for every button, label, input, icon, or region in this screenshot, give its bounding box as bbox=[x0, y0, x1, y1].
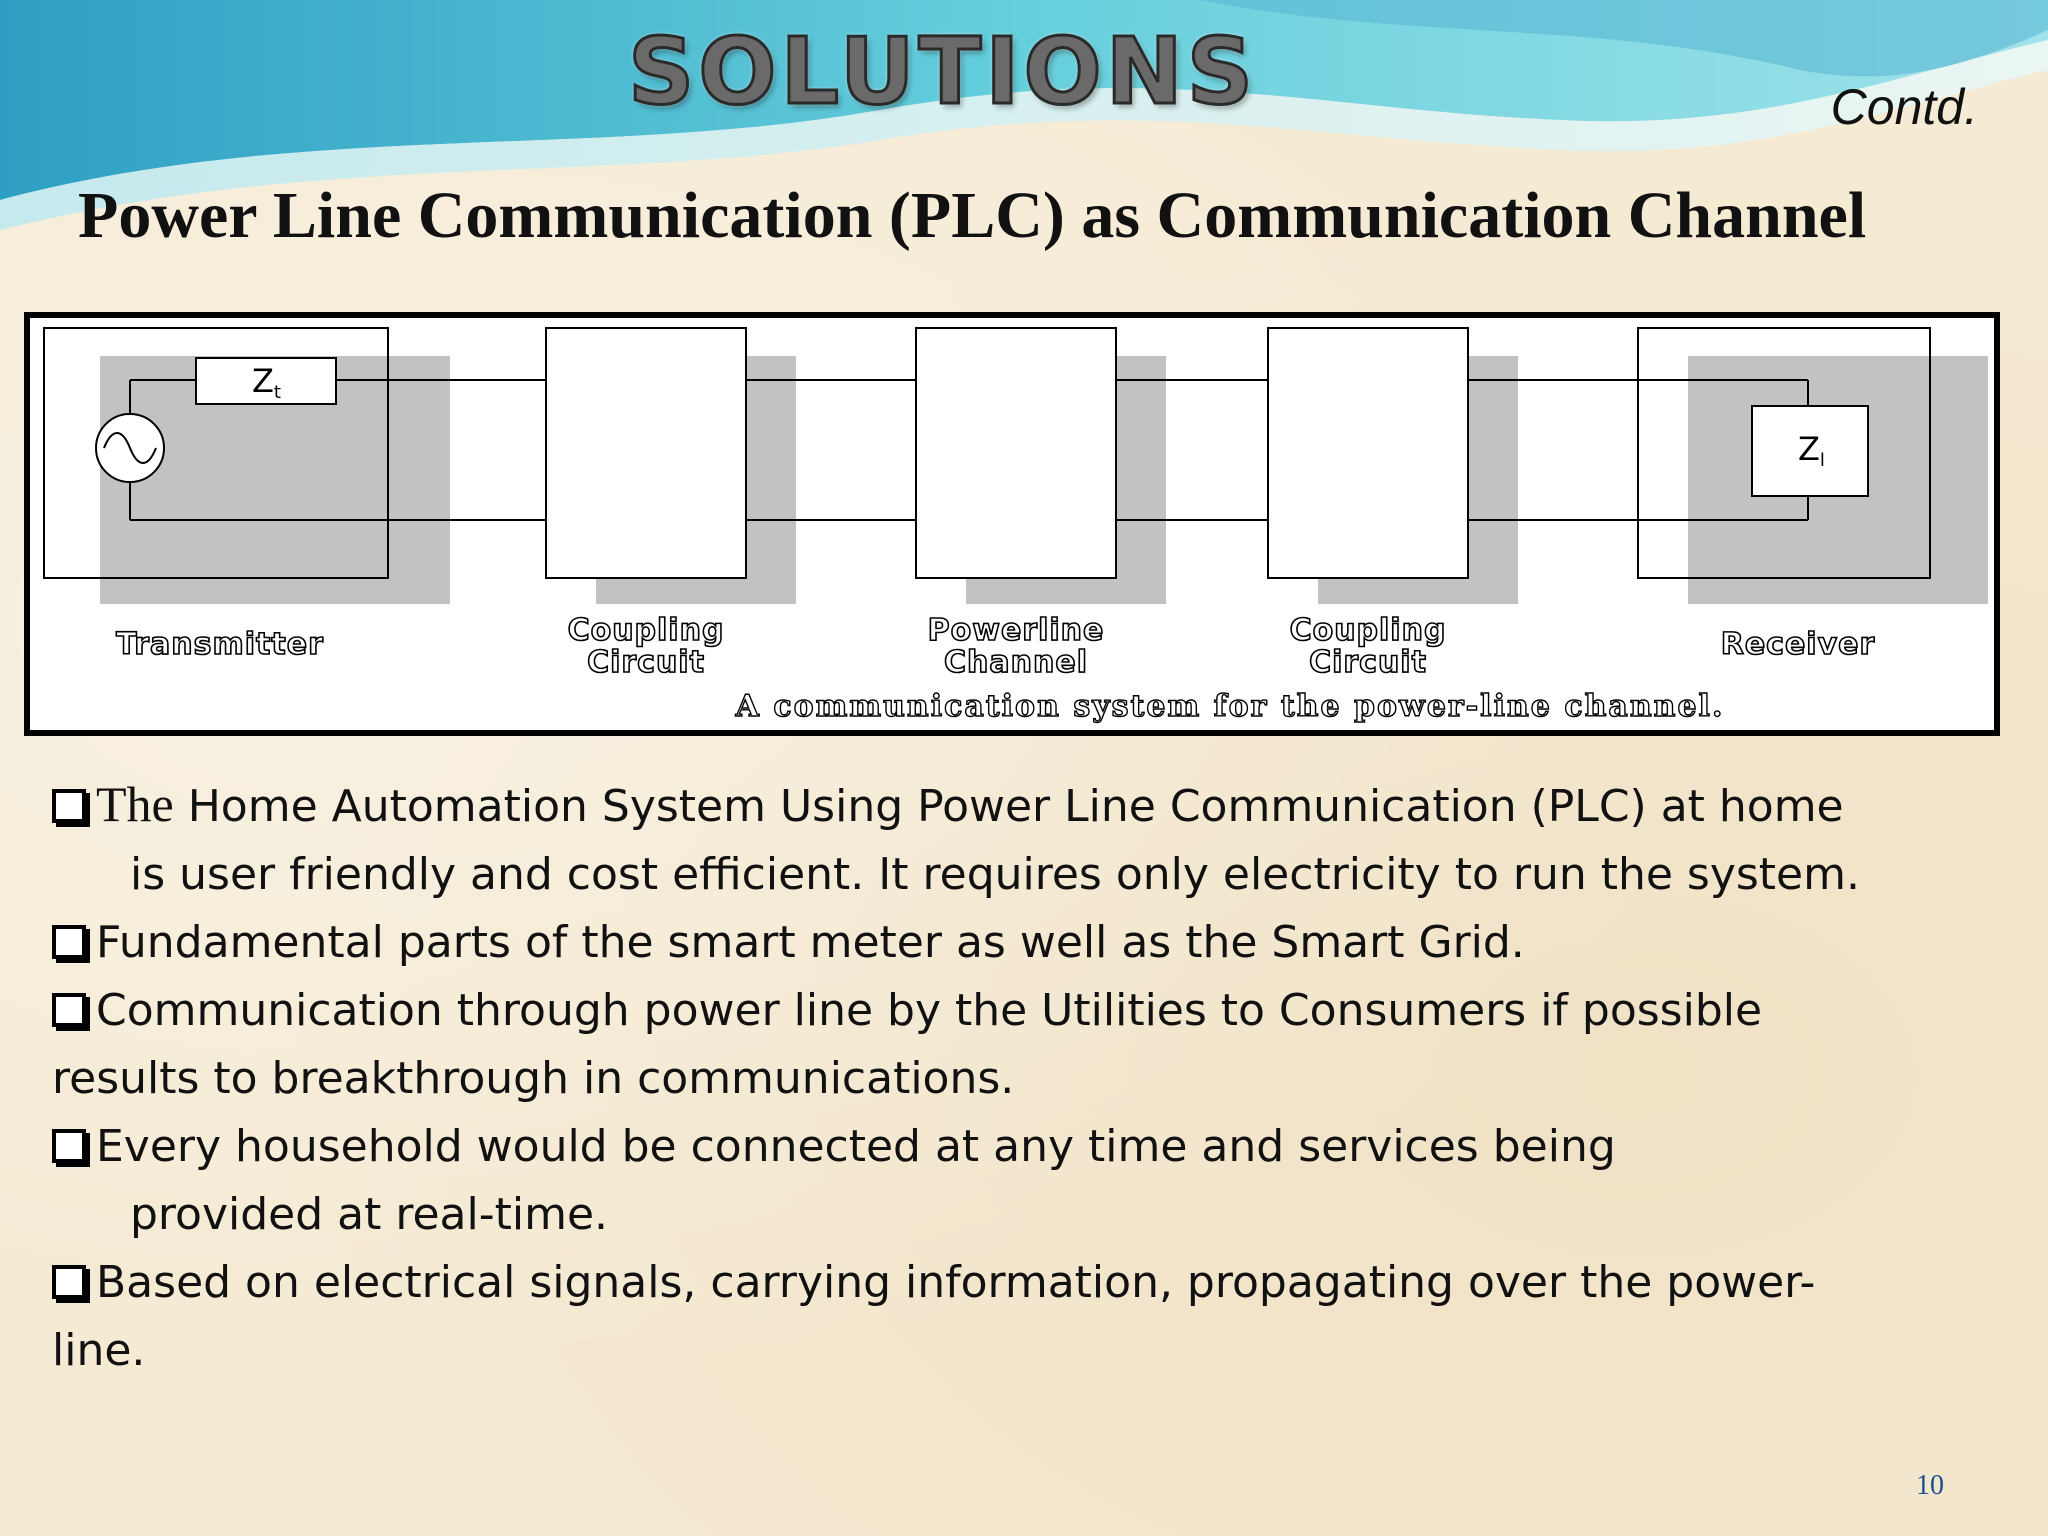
powerline-channel-block bbox=[915, 327, 1117, 579]
svg-text:Zl: Zl bbox=[1798, 430, 1825, 471]
bullet-continuation: is user friendly and cost efficient. It … bbox=[130, 849, 1860, 900]
bullet-text: Based on electrical signals, carrying in… bbox=[96, 1257, 1816, 1308]
powerline-channel-label: Channel bbox=[944, 645, 1088, 680]
checkbox-bullet-icon bbox=[52, 789, 86, 823]
impedance-z-label: Z bbox=[1798, 430, 1820, 468]
page-number: 10 bbox=[1916, 1470, 1944, 1501]
bullet-text: Home Automation System Using Power Line … bbox=[173, 781, 1844, 832]
bullet-text: Communication through power line by the … bbox=[96, 985, 1763, 1036]
coupling-circuit-label: Circuit bbox=[587, 645, 705, 680]
bullet-text: Every household would be connected at an… bbox=[96, 1121, 1616, 1172]
plc-block-diagram: Zt Zl Transmitter Coupling Circuit Power… bbox=[24, 312, 2000, 736]
coupling-circuit-label: Circuit bbox=[1309, 645, 1427, 680]
bullet-item: Based on electrical signals, carrying in… bbox=[52, 1249, 2012, 1317]
svg-text:Zt: Zt bbox=[252, 362, 281, 403]
transmitter-impedance bbox=[195, 357, 337, 405]
header-wave-decoration bbox=[0, 0, 2048, 230]
coupling-circuit-block bbox=[545, 327, 747, 579]
transmitter-label: Transmitter bbox=[116, 627, 324, 662]
impedance-subscript: t bbox=[274, 382, 281, 403]
slide-title: Power Line Communication (PLC) as Commun… bbox=[78, 179, 1867, 252]
coupling-circuit-label: Coupling bbox=[568, 613, 725, 648]
transmitter-block bbox=[43, 327, 389, 579]
bullet-item: Communication through power line by the … bbox=[52, 977, 2012, 1045]
checkbox-bullet-icon bbox=[52, 1265, 86, 1299]
coupling-circuit-block bbox=[1267, 327, 1469, 579]
diagram-caption: A communication system for the power-lin… bbox=[735, 689, 1725, 724]
checkbox-bullet-icon bbox=[52, 993, 86, 1027]
bullet-continuation: results to breakthrough in communication… bbox=[52, 1053, 1015, 1104]
powerline-channel-label: Powerline bbox=[928, 613, 1105, 648]
receiver-impedance bbox=[1751, 405, 1869, 497]
bullet-item: Fundamental parts of the smart meter as … bbox=[52, 909, 2012, 977]
bullet-continuation: provided at real-time. bbox=[130, 1189, 609, 1240]
continued-label: Contd. bbox=[1830, 79, 1978, 135]
coupling-circuit-label: Coupling bbox=[1290, 613, 1447, 648]
bullet-list: The Home Automation System Using Power L… bbox=[52, 770, 2012, 1385]
receiver-label: Receiver bbox=[1721, 627, 1876, 662]
impedance-z-label: Z bbox=[252, 362, 274, 400]
bullet-item: Every household would be connected at an… bbox=[52, 1113, 2012, 1181]
ac-source-icon bbox=[95, 413, 165, 483]
bullet-item: The Home Automation System Using Power L… bbox=[52, 770, 2012, 841]
receiver-block bbox=[1637, 327, 1931, 579]
checkbox-bullet-icon bbox=[52, 1129, 86, 1163]
bullet-text: The bbox=[96, 776, 174, 832]
bullet-text: Fundamental parts of the smart meter as … bbox=[96, 917, 1525, 968]
bullet-continuation: line. bbox=[52, 1325, 146, 1376]
checkbox-bullet-icon bbox=[52, 925, 86, 959]
slide-heading: SOLUTIONS bbox=[627, 18, 1257, 125]
impedance-subscript: l bbox=[1820, 450, 1825, 471]
